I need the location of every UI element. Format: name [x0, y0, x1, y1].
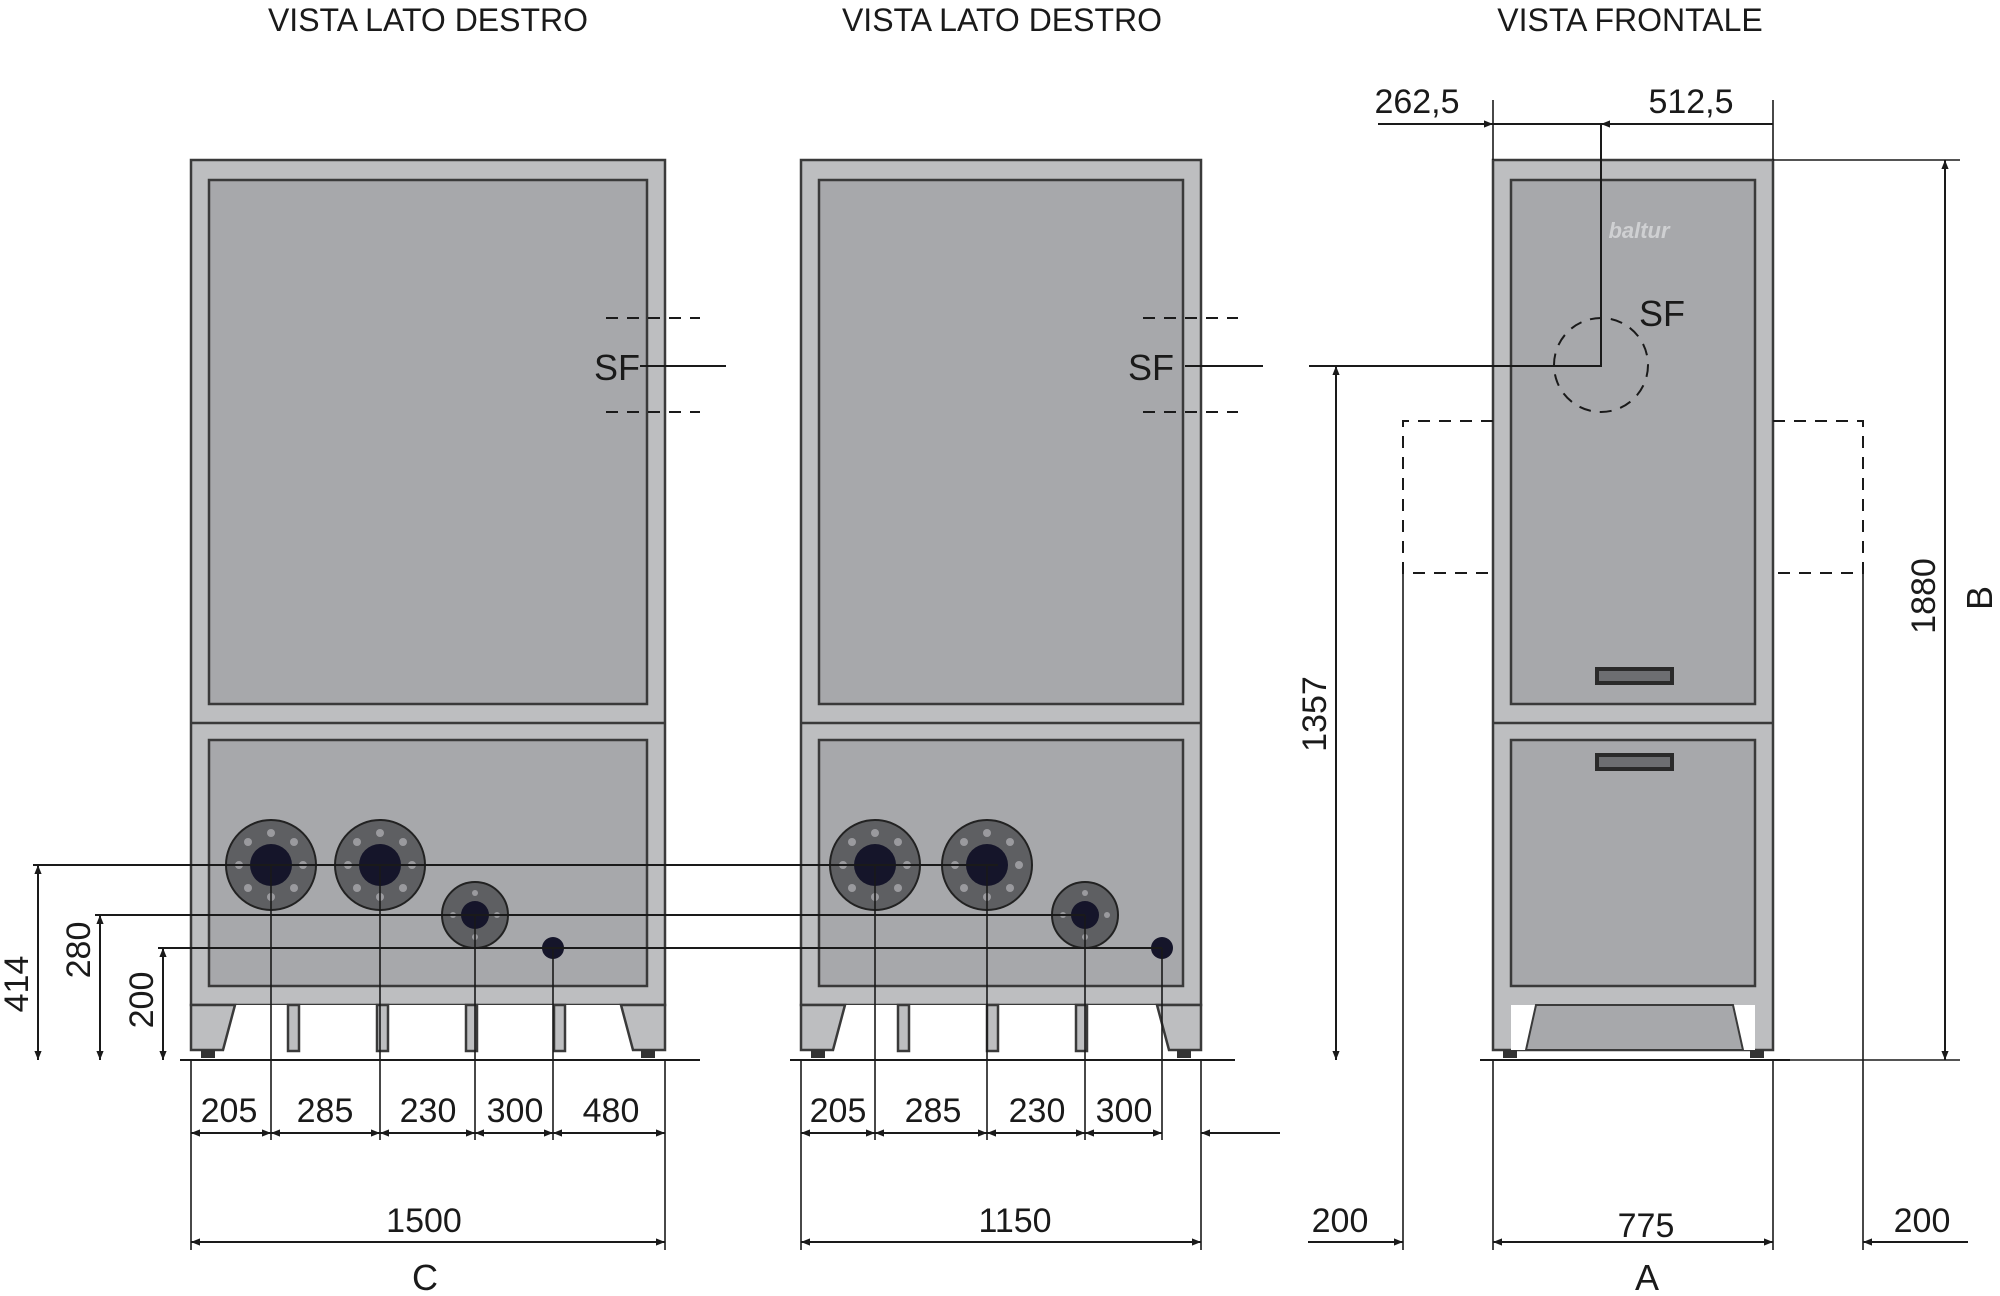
label-a: A — [1635, 1257, 1659, 1296]
view3-title: VISTA FRONTALE — [1497, 2, 1763, 38]
view3-upper-panel — [1509, 178, 1757, 706]
view2-sf-label: SF — [1128, 347, 1174, 388]
dim-280: 280 — [60, 922, 98, 979]
label-c: C — [412, 1257, 438, 1296]
view2-dim-300: 300 — [1096, 1092, 1153, 1130]
view3-lower-panel — [1509, 738, 1757, 988]
label-b: B — [1959, 586, 2000, 610]
view3-dim-775: 775 — [1618, 1207, 1675, 1245]
view1-sf-label: SF — [594, 347, 640, 388]
view3-bottom-dims — [1308, 573, 1968, 1250]
dim-200-height: 200 — [123, 972, 161, 1029]
view2-dim-1150: 1150 — [978, 1202, 1051, 1240]
dim-414: 414 — [0, 956, 36, 1013]
view1-dim-230: 230 — [400, 1092, 457, 1130]
view3-clearance-right — [1773, 420, 1864, 574]
view1-dim-1500: 1500 — [386, 1202, 462, 1240]
view3-clearance-left — [1402, 420, 1493, 574]
view2-dim-285: 285 — [905, 1092, 962, 1130]
view1-upper-panel — [207, 178, 649, 706]
view2-unit: SF — [790, 158, 1263, 1061]
view3-unit: baltur SF — [1402, 158, 1864, 1061]
view3-dim-200-right: 200 — [1894, 1202, 1951, 1240]
view2-dim-205: 205 — [810, 1092, 867, 1130]
view1-dim-480: 480 — [583, 1092, 640, 1130]
view1-dim-205: 205 — [201, 1092, 258, 1130]
view3-sf-label: SF — [1639, 293, 1685, 334]
view3-base-skirt — [1524, 1004, 1745, 1051]
view1-dim-300: 300 — [487, 1092, 544, 1130]
view3-dim-1357: 1357 — [1296, 676, 1334, 752]
view1-leg-right — [619, 1003, 667, 1052]
view1-title: VISTA LATO DESTRO — [268, 2, 588, 38]
view3-dim-512-5: 512,5 — [1648, 83, 1733, 121]
view2-title: VISTA LATO DESTRO — [842, 2, 1162, 38]
view2-leg-left — [799, 1003, 847, 1052]
view1-leg-left — [189, 1003, 237, 1052]
brand-logo: baltur — [1608, 218, 1671, 243]
view1-unit: SF — [180, 158, 726, 1061]
view2-dim-230: 230 — [1009, 1092, 1066, 1130]
view2-leg-right — [1155, 1003, 1203, 1052]
view1-extension-lines — [190, 865, 666, 1250]
view3-height-dims — [1332, 159, 1960, 1061]
view3-dim-1880: 1880 — [1905, 558, 1943, 634]
view3-top-dims — [1309, 100, 1774, 367]
view2-extension-lines — [800, 865, 1280, 1250]
view1-dim-285: 285 — [297, 1092, 354, 1130]
view3-dim-200-left: 200 — [1312, 1202, 1369, 1240]
height-reference-lines — [33, 864, 1162, 1060]
view2-upper-panel — [817, 178, 1185, 706]
view3-dim-262-5: 262,5 — [1374, 83, 1459, 121]
